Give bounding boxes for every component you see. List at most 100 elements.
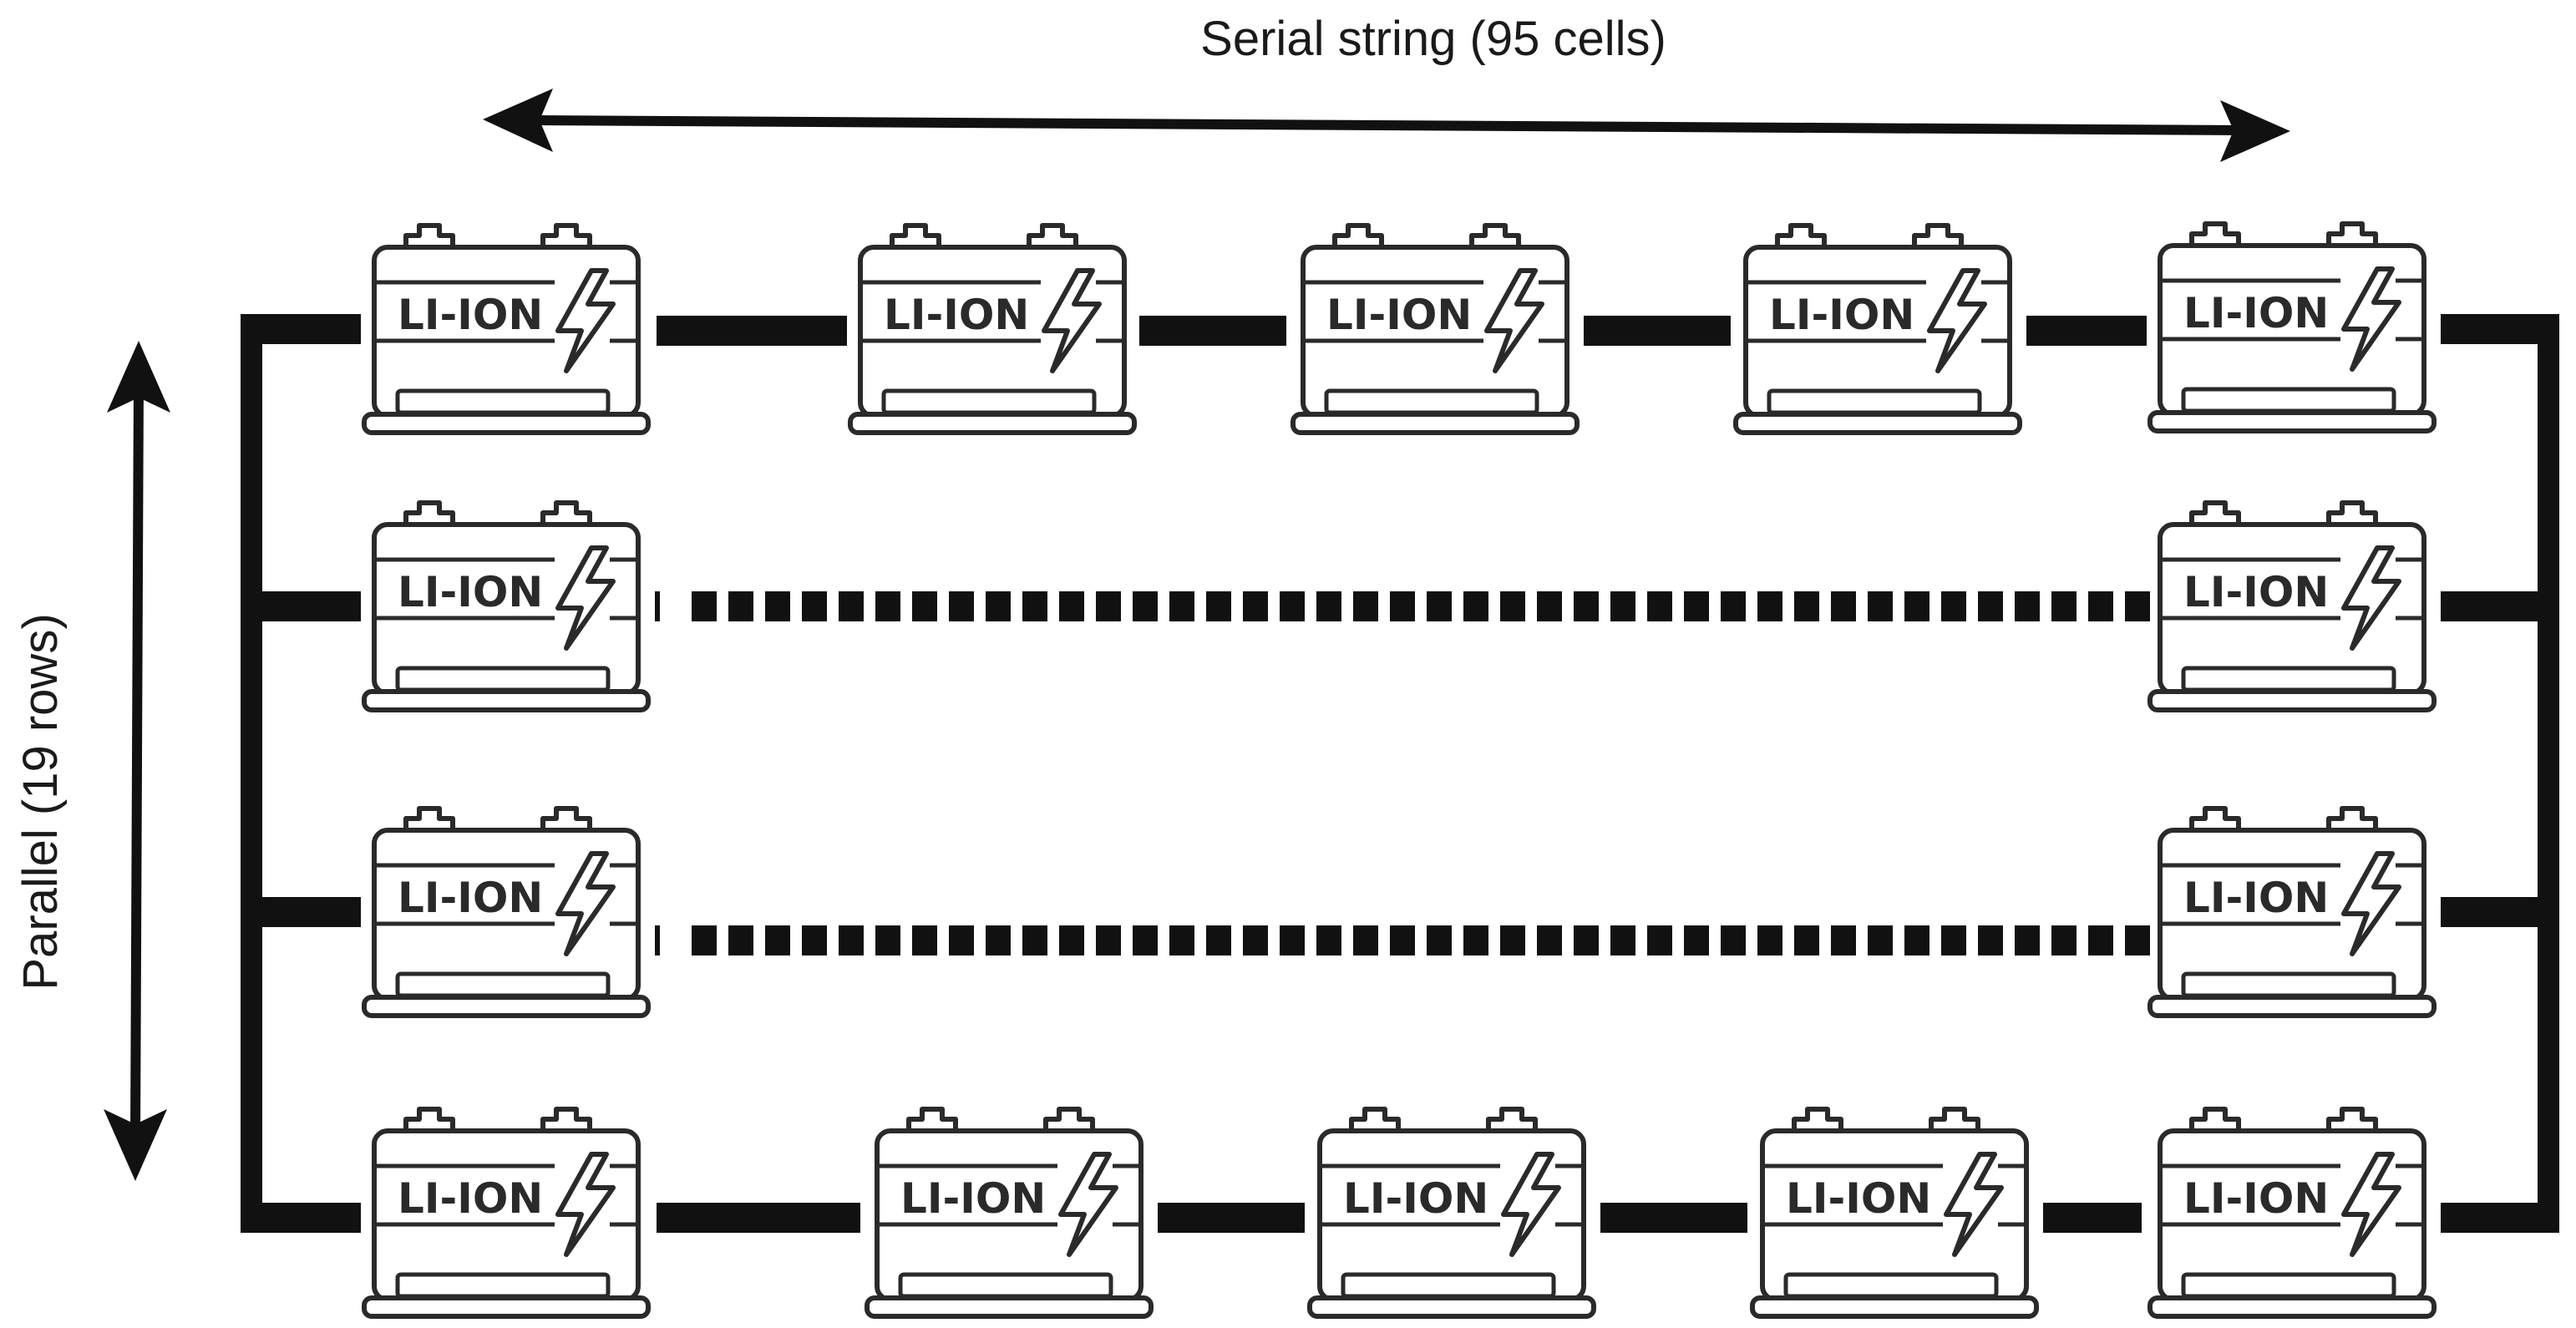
dot-segment [1904, 925, 1929, 955]
dot-segment [728, 925, 753, 955]
dot-segment [1757, 591, 1782, 621]
dot-segment [1868, 925, 1893, 955]
battery-icon: LI-ION [2150, 224, 2434, 431]
dot-segment [2125, 591, 2150, 621]
dot-segment [1941, 925, 1966, 955]
dot-segment [1280, 591, 1305, 621]
dot-segment [1353, 925, 1378, 955]
dot-segment [1647, 591, 1672, 621]
dot-segment [1647, 925, 1672, 955]
dot-segment [1684, 591, 1709, 621]
parallel-rows-label: Parallel (19 rows) [13, 613, 68, 990]
dot-segment [1059, 925, 1084, 955]
row1-serial-connectors [657, 316, 2147, 346]
dot-segment [1059, 591, 1084, 621]
dot-segment [949, 925, 974, 955]
dot-segment [912, 591, 937, 621]
dot-segment [1022, 591, 1047, 621]
battery-label: LI-ION [1343, 1174, 1488, 1223]
battery-icon: LI-ION [2150, 808, 2434, 1016]
dot-segment [1794, 591, 1819, 621]
dot-segment [1169, 591, 1194, 621]
battery-icon: LI-ION [364, 503, 648, 710]
dot-segment [2051, 925, 2077, 955]
battery-icon: LI-ION [364, 808, 648, 1016]
dot-segment [728, 591, 753, 621]
dot-segment [986, 591, 1011, 621]
dot-segment [1868, 591, 1893, 621]
battery-icon: LI-ION [2150, 503, 2434, 710]
dot-segment [1096, 591, 1121, 621]
dot-segment [1904, 591, 1929, 621]
dot-segment [692, 591, 717, 621]
serial-string-label: Serial string (95 cells) [1200, 12, 1666, 66]
dot-segment [839, 925, 864, 955]
battery-icon: LI-ION [1736, 226, 2020, 433]
dot-segment [1537, 591, 1562, 621]
dot-segment [1133, 591, 1158, 621]
battery-label: LI-ION [1769, 291, 1914, 339]
dot-segment [839, 591, 864, 621]
dot-segment [986, 925, 1011, 955]
dot-segment [1169, 925, 1194, 955]
battery-icon: LI-ION [2150, 1109, 2434, 1316]
dot-segment [1941, 591, 1966, 621]
dot-segment [2088, 591, 2113, 621]
parallel-arrow-bottom-head [104, 1109, 167, 1181]
dot-segment [1978, 591, 2003, 621]
serial-arrow-line [534, 115, 2239, 135]
battery-label: LI-ION [884, 291, 1029, 339]
dot-segment [1500, 925, 1525, 955]
dot-segment [1316, 925, 1341, 955]
battery-label: LI-ION [398, 291, 543, 339]
dot-segment [802, 591, 827, 621]
dot-segment [1096, 925, 1121, 955]
dot-segment [1978, 925, 2003, 955]
right-bus-bar [2441, 314, 2559, 1233]
dot-segment [1500, 591, 1525, 621]
left-bus-bar [241, 314, 361, 1233]
battery-icon: LI-ION [1293, 226, 1577, 433]
dot-segment [1721, 925, 1746, 955]
dot-segment [1316, 591, 1341, 621]
battery-icon: LI-ION [867, 1109, 1151, 1316]
battery-label: LI-ION [1786, 1174, 1931, 1223]
dot-segment [765, 591, 790, 621]
battery-label: LI-ION [398, 874, 543, 922]
dot-segment [2125, 925, 2150, 955]
dot-segment [1610, 925, 1635, 955]
dot-segment [1206, 925, 1231, 955]
battery-icon: LI-ION [364, 1109, 648, 1316]
dot-segment [1757, 925, 1782, 955]
dot-segment [1280, 925, 1305, 955]
dot-segment [2015, 591, 2040, 621]
dot-segment [1463, 591, 1488, 621]
dot-segment [1574, 925, 1599, 955]
battery-label: LI-ION [398, 568, 543, 616]
dot-segment [1831, 591, 1856, 621]
dot-segment [765, 925, 790, 955]
dot-segment [1427, 925, 1452, 955]
battery-label: LI-ION [900, 1174, 1046, 1223]
battery-icon: LI-ION [364, 226, 648, 433]
battery-icon: LI-ION [1310, 1109, 1594, 1316]
dot-segment [1463, 925, 1488, 955]
battery-label: LI-ION [2183, 874, 2329, 922]
dot-segment [1610, 591, 1635, 621]
dot-segment [1831, 925, 1856, 955]
serial-arrow-right-head [2220, 100, 2290, 162]
dot-segment [1390, 591, 1415, 621]
battery-label: LI-ION [2183, 1174, 2329, 1223]
dot-segment [1206, 591, 1231, 621]
dot-segment [2088, 925, 2113, 955]
dot-segment [912, 925, 937, 955]
dot-segment [1574, 591, 1599, 621]
dot-segment [875, 591, 900, 621]
dot-segment [949, 591, 974, 621]
dot-segment [2015, 925, 2040, 955]
battery-label: LI-ION [2183, 568, 2329, 616]
dot-segment [1794, 925, 1819, 955]
batteries: LI-ION LI-ION LI-ION LI-ION LI-ION LI-ION LI-I… [364, 224, 2434, 1316]
row3-dotted-connector [655, 925, 2150, 955]
